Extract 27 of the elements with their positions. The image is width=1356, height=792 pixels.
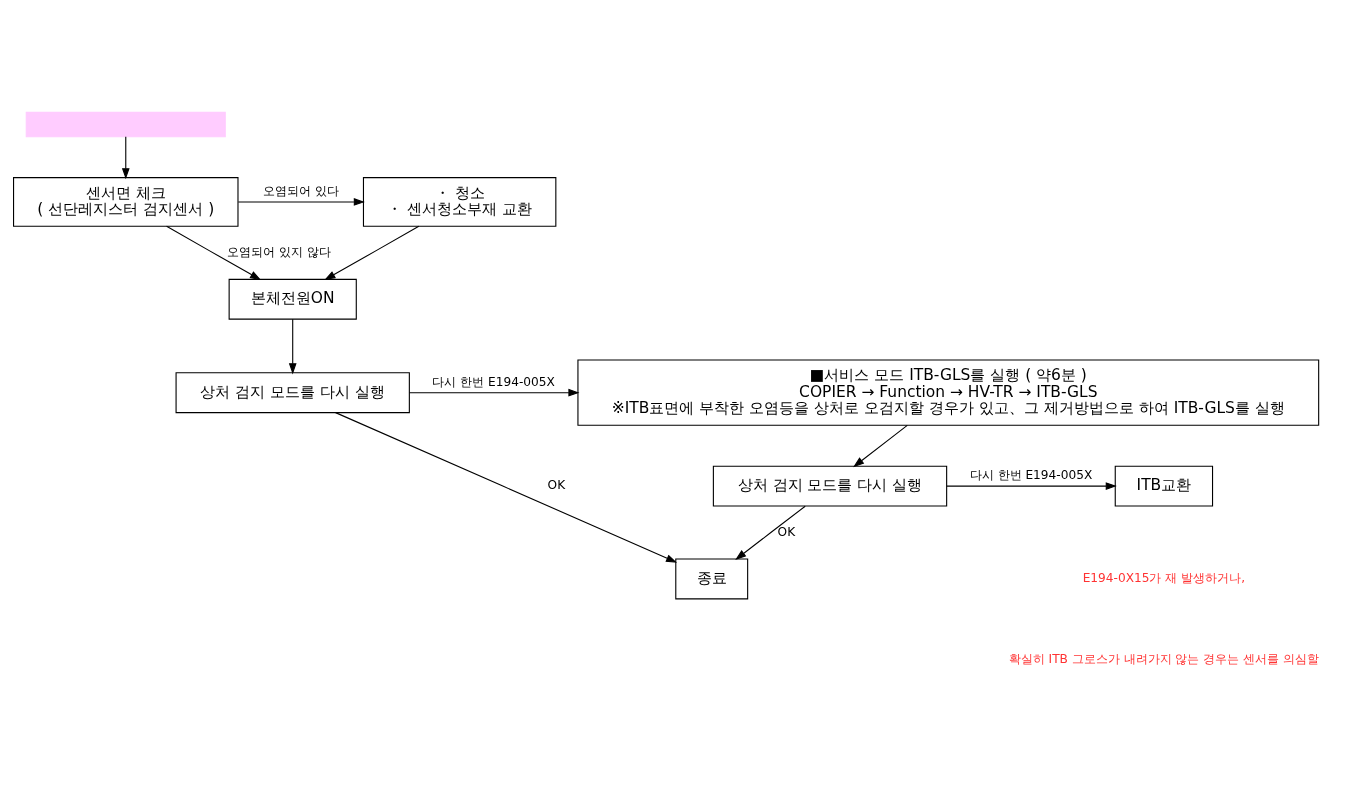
edge-label: OK xyxy=(777,524,796,539)
edge-label: OK xyxy=(547,478,566,493)
arrow xyxy=(237,198,365,206)
label: 확실히 ITB 그로스가 내려가지 않는 경우는 센서를 의심할 xyxy=(1008,651,1320,666)
arrow xyxy=(288,318,297,375)
arrow xyxy=(946,482,1117,490)
node-box: 상처 검지 모드를 다시 실행 xyxy=(175,372,410,414)
node-box: 센서면 체크 ( 선단레지스터 검지센서 ) xyxy=(13,177,239,227)
arrow xyxy=(121,136,130,180)
arrow xyxy=(853,424,908,468)
node-box xyxy=(25,111,226,138)
arrow xyxy=(409,388,580,397)
edge-label: 오염되어 있지 않다 xyxy=(227,244,331,259)
node-box: ITB교환 xyxy=(1114,465,1214,507)
arrow xyxy=(166,225,262,281)
arrow xyxy=(735,505,806,560)
node-box: ・ 청소 ・ 센서청소부재 교환 xyxy=(362,177,557,227)
node-box: 상처 검지 모드를 다시 실행 xyxy=(712,465,948,507)
node-box: 본체전원ON xyxy=(228,278,357,320)
arrow xyxy=(324,225,420,281)
edge-label: 오염되어 있다 xyxy=(262,184,339,199)
node-box: ■서비스 모드 ITB-GLS를 실행 ( 약6분 ) COPIER → Function → HV-TR → ITB-GLS ※ITB표면에 부착한 오염등을 상처로 오검지할 경우가 있고、그 제거방법으로 하여 ITB-GLS를 실행 xyxy=(577,359,1320,426)
label: E194-0X15가 재 발생하거나, xyxy=(1082,571,1246,586)
node-box: 종료 xyxy=(675,558,749,600)
edge-label: 다시 한번 E194-005X xyxy=(969,468,1093,483)
edge-label: 다시 한번 E194-005X xyxy=(432,374,555,389)
arrow xyxy=(335,412,678,563)
